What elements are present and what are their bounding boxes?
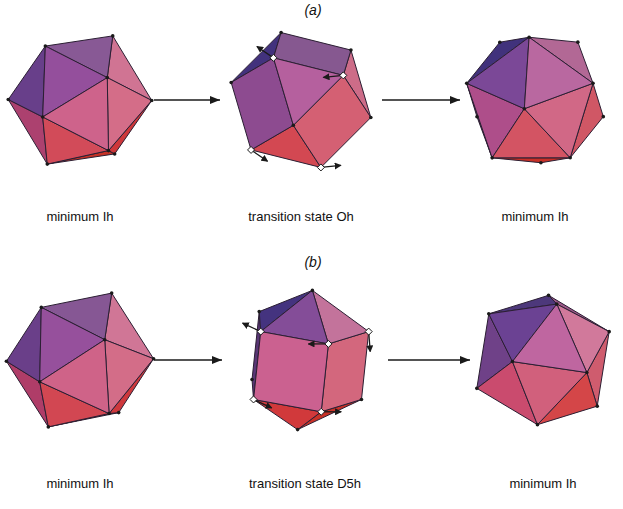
atom-dot — [601, 115, 605, 119]
structure-caption: transition state Oh — [248, 209, 354, 225]
polyhedron-face — [40, 340, 109, 414]
atom-dot — [487, 312, 491, 316]
atom-dot — [110, 291, 114, 295]
atom-dot — [39, 306, 43, 310]
atom-dot — [45, 162, 49, 166]
atom-dot — [229, 81, 233, 85]
structure-caption: minimum Ih — [501, 209, 568, 225]
atom-dot — [568, 156, 572, 160]
atom-dot — [257, 310, 261, 314]
structure-caption: minimum Ih — [46, 209, 113, 225]
atom-dot — [576, 40, 580, 44]
displacement-tail — [257, 328, 264, 335]
structure-caption: transition state D5h — [249, 476, 361, 492]
cuboctahedron-transition-state — [229, 31, 372, 171]
panel-label: (b) — [304, 254, 321, 270]
atom-dot — [113, 152, 117, 156]
atom-dot — [296, 428, 300, 432]
atom-dot — [111, 34, 115, 38]
icosahedron-minimum — [5, 291, 156, 428]
atom-dot — [107, 412, 111, 416]
polyhedron-face — [492, 158, 570, 163]
polyhedron-face — [8, 46, 45, 117]
atom-dot — [44, 44, 48, 48]
displacement-tail — [318, 408, 325, 415]
polyhedron-face — [273, 58, 343, 125]
atom-dot — [585, 371, 589, 375]
displacement-tail — [325, 340, 332, 347]
atom-dot — [490, 156, 494, 160]
polyhedron-face — [254, 332, 329, 412]
atom-dot — [547, 294, 551, 298]
atom-dot — [511, 360, 515, 364]
icosahedron-minimum — [475, 294, 611, 427]
reaction-arrow — [388, 359, 470, 360]
cluster-structure: minimum Ih — [460, 20, 610, 225]
atom-dot — [105, 76, 109, 80]
polyhedron-face — [467, 37, 529, 108]
atom-dot — [591, 81, 595, 85]
atom-dot — [498, 40, 502, 44]
atom-dot — [475, 115, 479, 119]
atom-dot — [311, 289, 315, 293]
polyhedron-face — [321, 332, 369, 412]
displacement-tail — [365, 328, 372, 335]
atom-dot — [536, 423, 540, 427]
reaction-arrow — [154, 359, 222, 360]
atom-dot — [349, 48, 353, 52]
pentagonal-transition-state — [243, 289, 373, 432]
displacement-tail — [340, 72, 347, 79]
displacement-tail — [270, 54, 277, 61]
polyhedron-face — [107, 78, 151, 151]
atom-dot — [523, 107, 527, 111]
icosahedron-minimum — [6, 34, 153, 166]
polyhedron-face — [105, 340, 154, 414]
atom-dot — [47, 425, 51, 429]
displacement-tail — [317, 164, 324, 171]
structure-caption: minimum Ih — [509, 476, 576, 492]
atom-dot — [539, 161, 543, 165]
displacement-tail — [248, 146, 255, 153]
atom-dot — [595, 404, 599, 408]
panel-label: (a) — [304, 2, 321, 18]
cluster-structure: transition state D5h — [222, 280, 388, 492]
atom-dot — [360, 398, 364, 402]
atom-dot — [250, 378, 254, 382]
polyhedron-face — [43, 78, 109, 151]
atom-dot — [5, 359, 9, 363]
displacement-tail — [250, 396, 257, 403]
atom-dot — [555, 302, 559, 306]
atom-dot — [527, 35, 531, 39]
reaction-arrow — [382, 99, 460, 100]
atom-dot — [607, 330, 611, 334]
atom-dot — [107, 149, 111, 153]
atom-dot — [369, 116, 373, 120]
cluster-structure: minimum Ih — [6, 20, 154, 225]
atom-dot — [117, 411, 121, 415]
polyhedron-face — [6, 307, 41, 381]
atom-dot — [150, 99, 154, 103]
reaction-arrow — [154, 99, 220, 100]
atom-dot — [475, 387, 479, 391]
atom-dot — [279, 31, 283, 35]
structure-caption: minimum Ih — [46, 476, 113, 492]
cluster-structure: minimum Ih — [6, 280, 154, 492]
atom-dot — [465, 82, 469, 86]
cluster-structure: minimum Ih — [470, 280, 616, 492]
atom-dot — [292, 124, 296, 128]
polyhedron-face — [512, 304, 586, 372]
cluster-structure: transition state Oh — [220, 20, 382, 225]
icosahedron-minimum — [465, 35, 605, 164]
atom-dot — [103, 338, 107, 342]
atom-dot — [38, 380, 42, 384]
atom-dot — [41, 115, 45, 119]
polyhedron-face — [524, 37, 593, 108]
atom-dot — [6, 98, 10, 102]
